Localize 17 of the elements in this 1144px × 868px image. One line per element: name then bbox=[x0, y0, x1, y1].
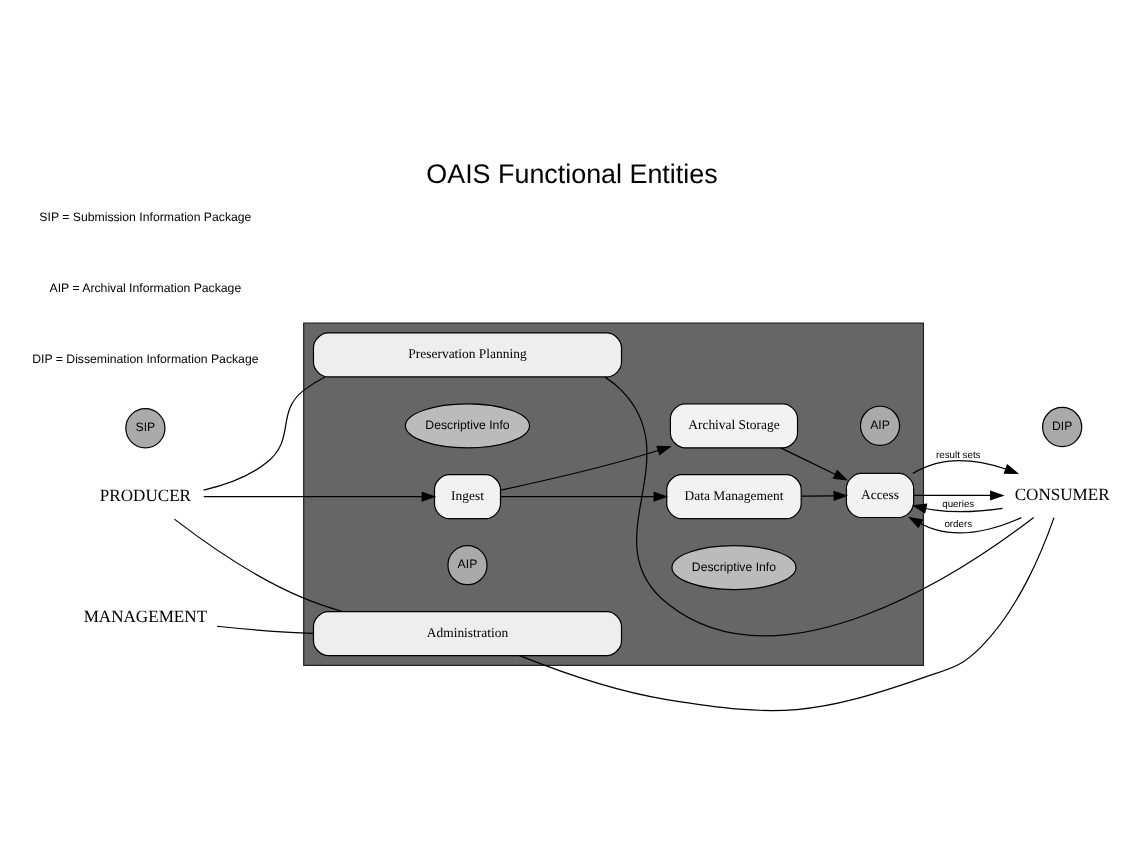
diagram-title: OAIS Functional Entities bbox=[426, 159, 718, 190]
arrow bbox=[908, 516, 1022, 534]
node-text: MANAGEMENT bbox=[83, 606, 208, 627]
arrow bbox=[203, 491, 437, 502]
arrow bbox=[499, 445, 672, 491]
node-text: CONSUMER bbox=[1014, 484, 1110, 505]
connector bbox=[216, 625, 314, 635]
arrow bbox=[911, 503, 1004, 514]
node-text: PRODUCER bbox=[99, 485, 191, 506]
arrow bbox=[800, 490, 849, 501]
arrow bbox=[780, 447, 849, 481]
arrow bbox=[912, 460, 1020, 474]
connector bbox=[604, 376, 1035, 637]
connector bbox=[519, 517, 1055, 712]
arrow bbox=[913, 490, 1005, 501]
arrow bbox=[499, 491, 669, 502]
connector bbox=[173, 518, 343, 613]
